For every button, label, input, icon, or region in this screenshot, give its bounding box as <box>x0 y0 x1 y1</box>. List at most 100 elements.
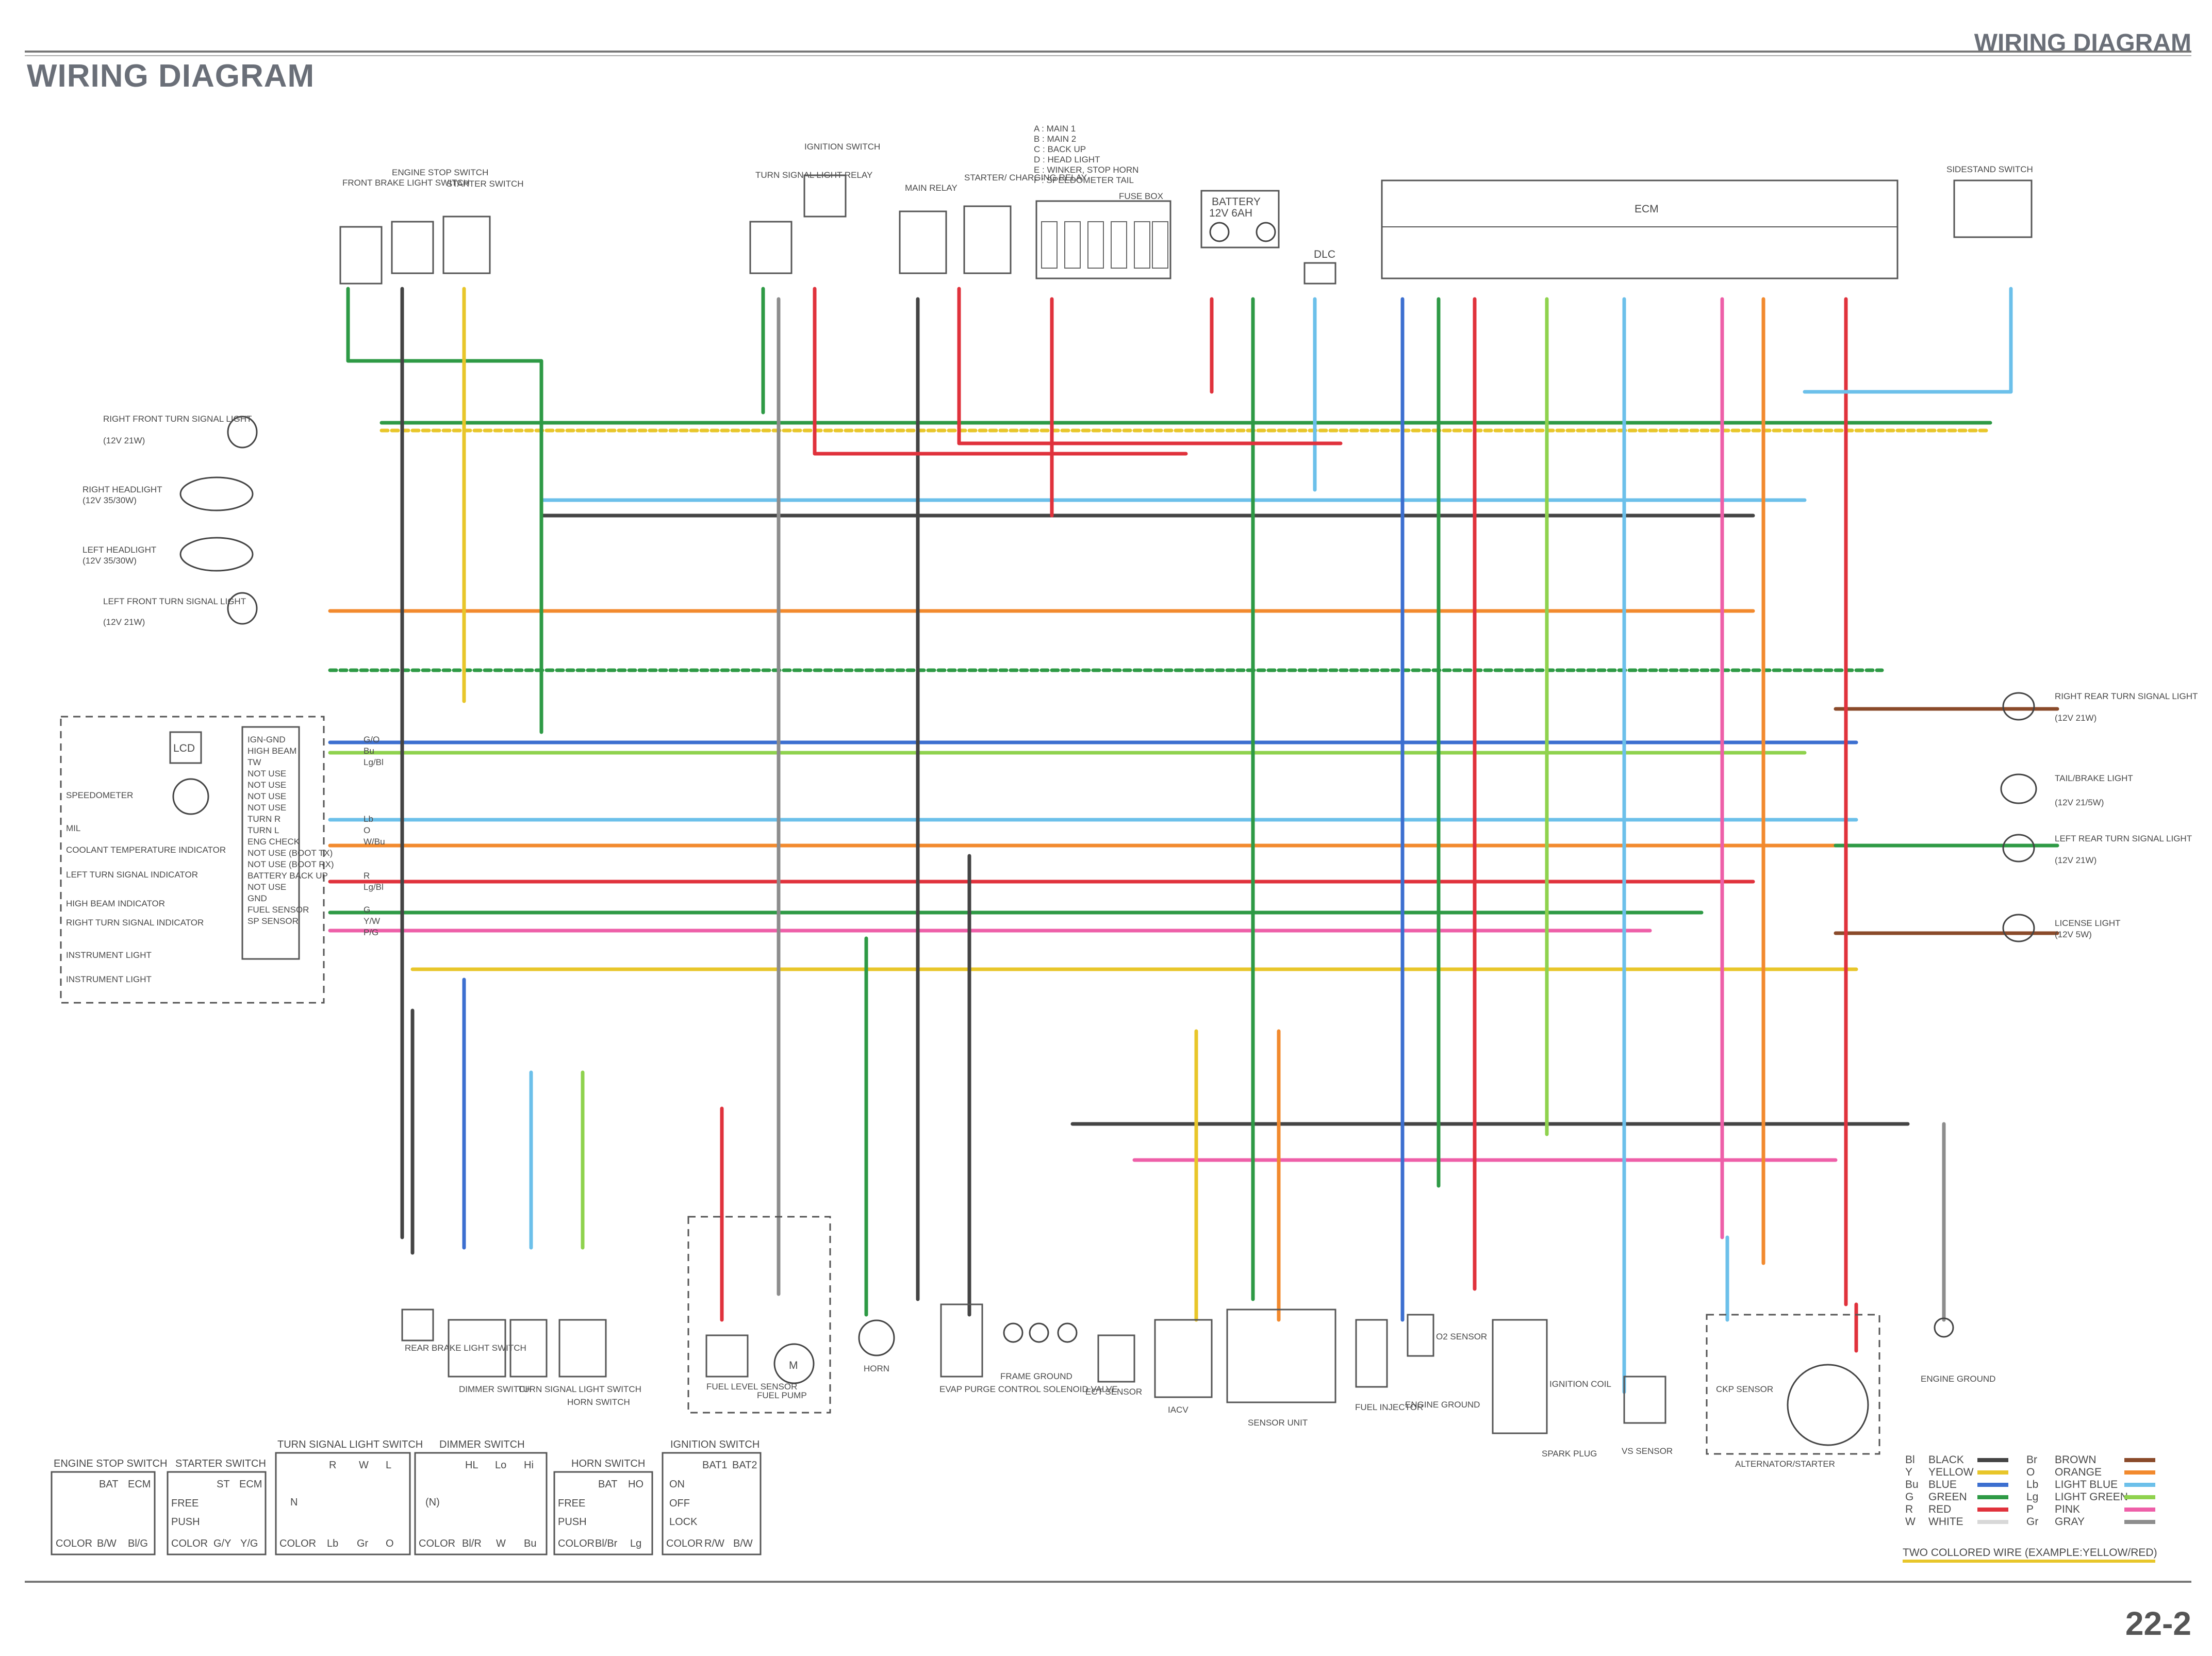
svg-text:HL: HL <box>465 1460 478 1471</box>
svg-text:FRONT BRAKE LIGHT SWITCH: FRONT BRAKE LIGHT SWITCH <box>342 178 470 188</box>
svg-text:O: O <box>386 1538 394 1549</box>
svg-text:LEFT TURN SIGNAL INDICATOR: LEFT TURN SIGNAL INDICATOR <box>66 870 198 880</box>
svg-text:O2 SENSOR: O2 SENSOR <box>1436 1332 1487 1342</box>
svg-text:Y/W: Y/W <box>364 916 380 926</box>
svg-text:(12V 35/30W): (12V 35/30W) <box>82 556 137 566</box>
svg-text:INSTRUMENT LIGHT: INSTRUMENT LIGHT <box>66 950 152 960</box>
svg-text:FUSE BOX: FUSE BOX <box>1119 191 1163 201</box>
rear-brake-light-switch: REAR BRAKE LIGHT SWITCH <box>401 1309 526 1353</box>
svg-text:NOT USE (BOOT TX): NOT USE (BOOT TX) <box>247 848 333 858</box>
svg-text:HORN SWITCH: HORN SWITCH <box>571 1458 645 1469</box>
svg-text:COLOR: COLOR <box>279 1538 316 1549</box>
svg-text:YELLOW: YELLOW <box>1928 1466 1974 1478</box>
tail-brake-light: TAIL/BRAKE LIGHT (12V 21/5W) <box>2000 773 2133 807</box>
svg-text:Y: Y <box>1905 1466 1912 1478</box>
svg-text:VS SENSOR: VS SENSOR <box>1622 1446 1673 1456</box>
svg-text:HORN SWITCH: HORN SWITCH <box>567 1397 630 1407</box>
svg-text:PINK: PINK <box>2055 1503 2080 1515</box>
fuse-box: FUSE BOX <box>1035 191 1171 279</box>
battery-minus-icon <box>1256 222 1276 242</box>
svg-text:E : WINKER, STOP HORN: E : WINKER, STOP HORN <box>1034 165 1138 175</box>
svg-text:TURN R: TURN R <box>247 814 280 824</box>
svg-text:RIGHT TURN SIGNAL INDICATOR: RIGHT TURN SIGNAL INDICATOR <box>66 918 204 928</box>
svg-text:STARTER SWITCH: STARTER SWITCH <box>175 1458 266 1469</box>
left-front-turn-light: LEFT FRONT TURN SIGNAL LIGHT (12V 21W) <box>103 592 258 627</box>
svg-text:LCD: LCD <box>173 742 195 754</box>
right-headlight: RIGHT HEADLIGHT (12V 35/30W) <box>82 476 254 511</box>
svg-text:HO: HO <box>628 1479 643 1490</box>
left-headlight: LEFT HEADLIGHT (12V 35/30W) <box>82 537 254 572</box>
svg-text:G/Y: G/Y <box>213 1538 231 1549</box>
svg-text:FRAME GROUND: FRAME GROUND <box>1000 1371 1072 1381</box>
fuel-pump-assembly: M FUEL LEVEL SENSOR FUEL PUMP <box>687 1216 831 1414</box>
switch-table-engine-stop: ENGINE STOP SWITCH BAT ECM COLOR B/W Bl/… <box>51 1458 167 1555</box>
svg-text:FUEL PUMP: FUEL PUMP <box>757 1390 807 1400</box>
svg-text:Lg: Lg <box>630 1538 641 1549</box>
svg-text:ON: ON <box>669 1479 685 1490</box>
svg-text:SPEEDOMETER: SPEEDOMETER <box>66 790 133 800</box>
svg-text:FUEL SENSOR: FUEL SENSOR <box>247 905 309 915</box>
svg-text:TW: TW <box>247 757 261 767</box>
svg-text:LEFT REAR TURN SIGNAL LIGHT: LEFT REAR TURN SIGNAL LIGHT <box>2055 834 2192 843</box>
engine-stop-switch: ENGINE STOP SWITCH <box>391 168 488 274</box>
horn-icon <box>858 1319 895 1356</box>
svg-text:12V 6AH: 12V 6AH <box>1209 207 1252 219</box>
svg-text:W: W <box>359 1460 369 1471</box>
dimmer-switch-component: DIMMER SWITCH <box>448 1319 532 1394</box>
wire-sidestand <box>1803 287 2013 394</box>
svg-text:NOT USE (BOOT RX): NOT USE (BOOT RX) <box>247 859 334 869</box>
svg-text:(12V 21W): (12V 21W) <box>103 617 145 627</box>
wire-starter-relay <box>957 287 1343 445</box>
svg-text:GND: GND <box>247 893 267 903</box>
svg-text:Bl: Bl <box>1905 1454 1915 1466</box>
svg-text:(12V 21W): (12V 21W) <box>2055 855 2097 865</box>
svg-text:ORANGE: ORANGE <box>2055 1466 2102 1478</box>
switch-table-starter: STARTER SWITCH ST ECM FREE PUSH COLOR G/… <box>167 1458 267 1555</box>
svg-text:RIGHT FRONT TURN SIGNAL LIGHT: RIGHT FRONT TURN SIGNAL LIGHT <box>103 414 252 424</box>
svg-text:B/W: B/W <box>97 1538 117 1549</box>
svg-text:(12V 21W): (12V 21W) <box>103 436 145 445</box>
svg-text:IACV: IACV <box>1168 1405 1188 1415</box>
svg-text:Gr: Gr <box>2026 1516 2038 1528</box>
alternator-icon <box>1787 1364 1869 1446</box>
wire-harness <box>328 287 2059 1394</box>
svg-text:BAT: BAT <box>99 1479 118 1490</box>
svg-text:Br: Br <box>2026 1454 2037 1466</box>
svg-text:SIDESTAND SWITCH: SIDESTAND SWITCH <box>1946 164 2033 174</box>
svg-text:(12V 21W): (12V 21W) <box>2055 713 2097 723</box>
speedometer-gauge-icon <box>172 778 209 815</box>
svg-text:DIMMER SWITCH: DIMMER SWITCH <box>439 1439 525 1450</box>
fuel-injector: FUEL INJECTOR <box>1355 1319 1423 1412</box>
svg-text:TURN SIGNAL LIGHT SWITCH: TURN SIGNAL LIGHT SWITCH <box>518 1384 641 1394</box>
svg-text:COLOR: COLOR <box>666 1538 703 1549</box>
svg-text:(12V 35/30W): (12V 35/30W) <box>82 495 137 505</box>
svg-text:NOT USE: NOT USE <box>247 769 286 779</box>
battery-plus-icon <box>1209 222 1230 242</box>
svg-text:Y/G: Y/G <box>240 1538 258 1549</box>
turn-signal-switch-component: TURN SIGNAL LIGHT SWITCH <box>509 1319 641 1394</box>
ecm: ECM <box>1381 179 1899 279</box>
wire-color-legend: Bl BLACK Y YELLOW Bu BLUE G GREEN R RED … <box>1903 1454 2157 1563</box>
svg-text:PUSH: PUSH <box>171 1516 200 1528</box>
svg-text:Bl/G: Bl/G <box>128 1538 148 1549</box>
svg-text:Lb: Lb <box>2026 1479 2038 1491</box>
svg-text:HORN: HORN <box>864 1364 889 1373</box>
svg-text:ALTERNATOR/STARTER: ALTERNATOR/STARTER <box>1735 1459 1835 1469</box>
svg-text:O: O <box>2026 1466 2035 1478</box>
svg-text:FREE: FREE <box>171 1498 199 1509</box>
page-title: WIRING DIAGRAM <box>27 58 315 94</box>
switch-table-dimmer: DIMMER SWITCH HL Lo Hi (N) COLOR Bl/R W … <box>414 1439 548 1555</box>
svg-text:G: G <box>1905 1491 1913 1503</box>
svg-text:BATTERY: BATTERY <box>1212 196 1261 208</box>
ect-sensor: ECT SENSOR <box>1085 1334 1142 1397</box>
fuel-pump-motor-icon <box>773 1343 815 1384</box>
svg-text:Bl/Br: Bl/Br <box>595 1538 618 1549</box>
svg-text:(12V 5W): (12V 5W) <box>2055 930 2092 939</box>
svg-text:R: R <box>329 1460 336 1471</box>
svg-text:REAR BRAKE LIGHT SWITCH: REAR BRAKE LIGHT SWITCH <box>405 1343 526 1353</box>
svg-text:Bl/R: Bl/R <box>462 1538 482 1549</box>
svg-text:ENGINE STOP SWITCH: ENGINE STOP SWITCH <box>392 168 488 177</box>
svg-text:ENGINE GROUND: ENGINE GROUND <box>1405 1400 1480 1410</box>
svg-text:IGN-GND: IGN-GND <box>247 735 286 744</box>
svg-text:GREEN: GREEN <box>1928 1491 1967 1503</box>
